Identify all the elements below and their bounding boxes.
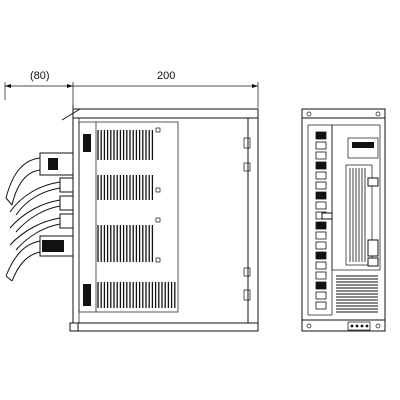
terminal-screw [315,181,327,190]
terminal-screw [315,191,327,200]
dimension-200: 200 [73,70,259,108]
terminal-screw [315,241,327,250]
vent-slots-group-3 [97,225,154,262]
terminal-screw [315,221,327,230]
vent-slots-group-2 [97,175,154,200]
terminal-screw [315,261,327,270]
terminal-screw [315,171,327,180]
vent-slots-group-1 [83,130,154,160]
front-view [301,108,386,332]
dimension-80: (80) [4,70,74,108]
terminal-screw [315,161,327,170]
vent-slots-group-4 [83,282,176,308]
terminal-screw [315,231,327,240]
dimension-label-80: (80) [30,70,50,82]
terminal-screw [315,271,327,280]
terminal-screw [315,201,327,210]
terminal-screw [315,251,327,260]
dimension-label-200: 200 [157,70,175,82]
terminal-screw [315,141,327,150]
terminal-screw [315,281,327,290]
cables [5,157,61,282]
side-view [5,105,259,332]
terminal-screw [315,291,327,300]
terminal-screw [315,131,327,140]
terminal-screw [315,151,327,160]
terminal-screw [315,301,327,310]
connector-housings [39,152,74,257]
